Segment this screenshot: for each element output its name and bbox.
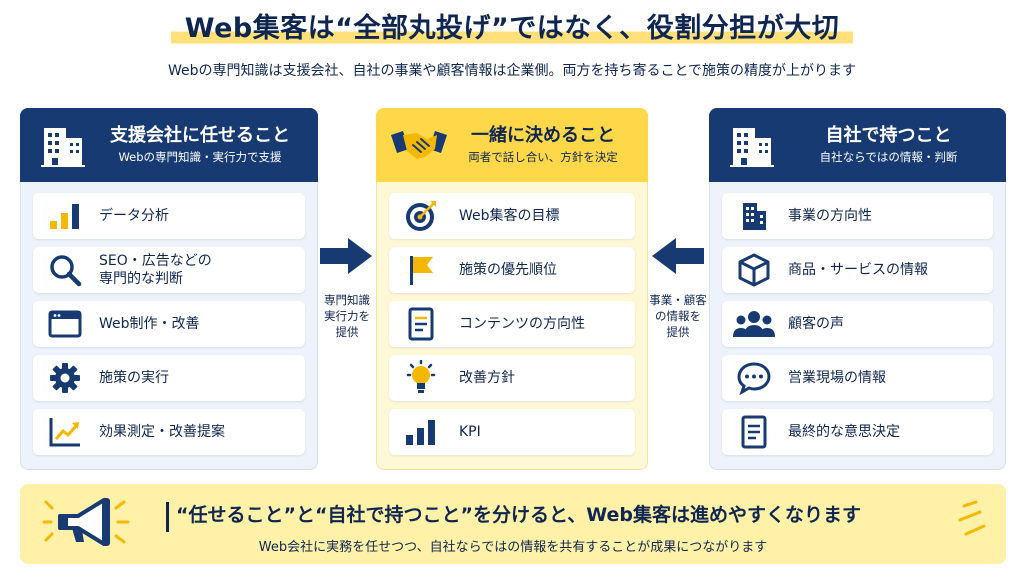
box-icon — [730, 247, 778, 293]
list-item: Web制作・改善 — [33, 301, 305, 347]
page-title: Web集客は“全部丸投げ”ではなく、役割分担が大切 — [170, 6, 854, 47]
item-label: 施策の優先順位 — [459, 262, 557, 278]
support-company-title: 支援会社に任せること — [110, 125, 290, 146]
in-house-header: 自社で持つこと 自社ならではの情報・判断 — [709, 108, 1006, 182]
joint-decision-column: 一緒に決めること 両者で話し合い、方針を決定 Web集客の目標 施策の優先順位 … — [376, 108, 648, 470]
joint-decision-subtitle: 両者で話し合い、方針を決定 — [468, 150, 618, 164]
in-house-title: 自社で持つこと — [825, 125, 952, 146]
list-item: 商品・サービスの情報 — [722, 247, 993, 293]
list-item: KPI — [389, 409, 635, 455]
item-label: 事業の方向性 — [788, 208, 872, 224]
in-house-column: 自社で持つこと 自社ならではの情報・判断 事業の方向性 商品・サービスの情報 顧… — [709, 108, 1006, 470]
item-label: 改善方針 — [459, 370, 515, 386]
arrow-left-caption: 専門知識 実行力を 提供 — [324, 293, 370, 339]
browser-window-icon — [41, 301, 89, 347]
magnifier-icon — [41, 247, 89, 293]
gear-icon — [41, 355, 89, 401]
support-company-list: データ分析 SEO・広告などの 専門的な判断 Web制作・改善 — [33, 193, 305, 463]
title-area: Web集客は“全部丸投げ”ではなく、役割分担が大切 — [0, 6, 1024, 47]
list-item: 営業現場の情報 — [722, 355, 993, 401]
kpi-bars-icon — [397, 409, 445, 455]
people-icon — [730, 301, 778, 347]
list-item: 最終的な意思決定 — [722, 409, 993, 455]
item-label: 効果測定・改善提案 — [99, 424, 225, 440]
summary-banner: “任せること”と“自社で持つこと”を分けると、Web集客は進めやすくなります W… — [20, 484, 1006, 564]
item-label: Web制作・改善 — [99, 316, 200, 332]
item-label: コンテンツの方向性 — [459, 316, 585, 332]
joint-decision-header: 一緒に決めること 両者で話し合い、方針を決定 — [376, 108, 648, 182]
item-label: 施策の実行 — [99, 370, 169, 386]
list-item: 施策の優先順位 — [389, 247, 635, 293]
banner-divider — [166, 502, 169, 532]
list-item: 顧客の声 — [722, 301, 993, 347]
list-item: SEO・広告などの 専門的な判断 — [33, 247, 305, 293]
joint-decision-title: 一緒に決めること — [471, 125, 615, 146]
trend-chart-icon — [41, 409, 89, 455]
target-icon — [397, 193, 445, 239]
list-item: データ分析 — [33, 193, 305, 239]
item-label: Web集客の目標 — [459, 208, 560, 224]
banner-title: “任せること”と“自社で持つこと”を分けると、Web集客は進めやすくなります — [176, 504, 861, 526]
list-item: 施策の実行 — [33, 355, 305, 401]
item-label: 最終的な意思決定 — [788, 424, 900, 440]
item-label: SEO・広告などの 専門的な判断 — [99, 253, 212, 287]
support-company-subtitle: Webの専門知識・実行力で支援 — [118, 150, 282, 164]
building-icon — [730, 193, 778, 239]
megaphone-icon — [42, 498, 130, 546]
item-label: 商品・サービスの情報 — [788, 262, 928, 278]
list-item: Web集客の目標 — [389, 193, 635, 239]
support-company-column: 支援会社に任せること Webの専門知識・実行力で支援 データ分析 SEO・広告な… — [20, 108, 318, 470]
item-label: 顧客の声 — [788, 316, 844, 332]
arrow-right-icon — [320, 238, 372, 274]
list-item: 効果測定・改善提案 — [33, 409, 305, 455]
item-label: 営業現場の情報 — [788, 370, 886, 386]
arrow-left-icon — [652, 238, 704, 274]
list-item: 事業の方向性 — [722, 193, 993, 239]
bar-chart-icon — [41, 193, 89, 239]
document-icon — [397, 301, 445, 347]
sparkle-lines-icon — [958, 500, 986, 536]
list-item: コンテンツの方向性 — [389, 301, 635, 347]
arrow-right-caption: 事業・顧客 の情報を 提供 — [649, 293, 707, 339]
company-building-icon — [723, 116, 781, 174]
checklist-icon — [730, 409, 778, 455]
support-company-header: 支援会社に任せること Webの専門知識・実行力で支援 — [20, 108, 318, 182]
handshake-icon — [390, 116, 448, 174]
office-building-icon — [34, 116, 92, 174]
item-label: データ分析 — [99, 208, 169, 224]
flag-icon — [397, 247, 445, 293]
in-house-list: 事業の方向性 商品・サービスの情報 顧客の声 営業現場の情報 最終的な意思決定 — [722, 193, 993, 463]
page-subtitle: Webの専門知識は支援会社、自社の事業や顧客情報は企業側。両方を持ち寄ることで施… — [167, 63, 857, 79]
item-label: KPI — [459, 424, 481, 440]
joint-decision-list: Web集客の目標 施策の優先順位 コンテンツの方向性 改善方針 KPI — [389, 193, 635, 463]
lightbulb-icon — [397, 355, 445, 401]
list-item: 改善方針 — [389, 355, 635, 401]
in-house-subtitle: 自社ならではの情報・判断 — [819, 150, 958, 164]
banner-subtitle: Web会社に実務を任せつつ、自社ならではの情報を共有することが成果につながります — [258, 540, 768, 555]
chat-bubble-icon — [730, 355, 778, 401]
